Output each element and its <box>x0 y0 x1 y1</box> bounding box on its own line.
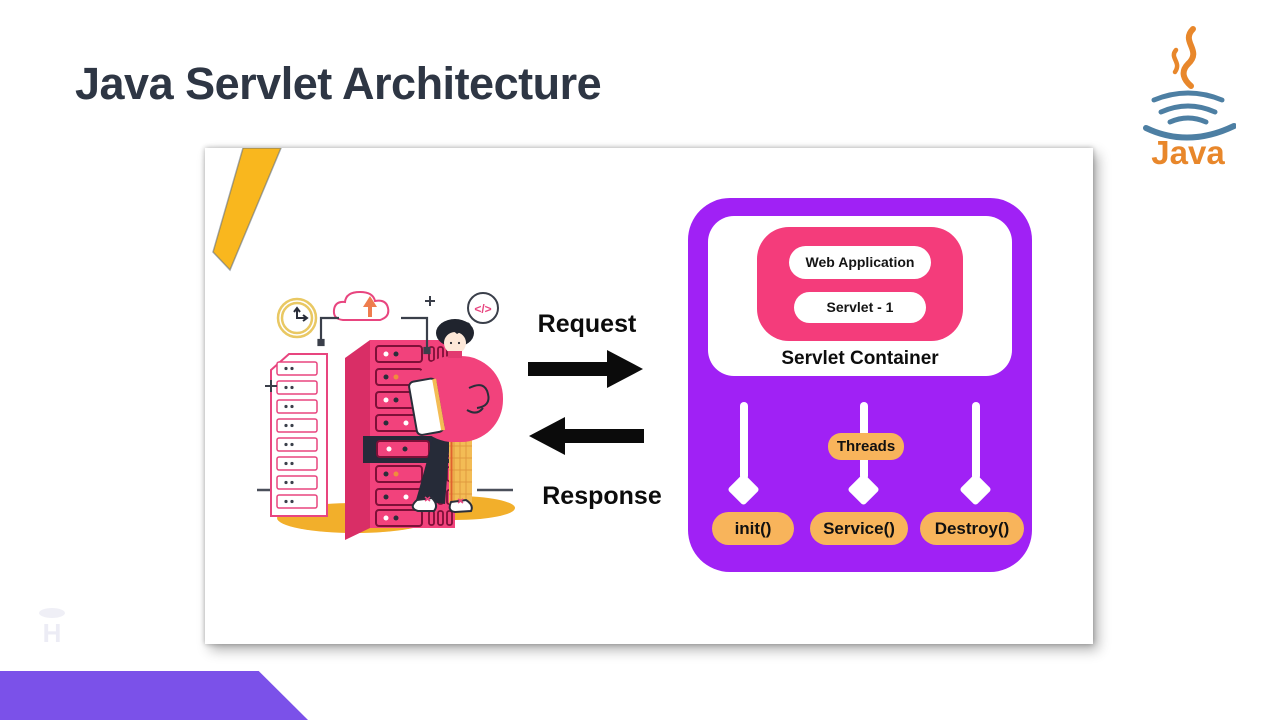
connector-lines <box>317 316 431 355</box>
thread-line <box>972 402 980 480</box>
java-logo-label: Java <box>1151 134 1225 171</box>
java-cup-icon <box>1143 90 1236 141</box>
java-steam-icon <box>1171 26 1197 89</box>
servlet-container-label: Servlet Container <box>781 347 939 369</box>
cloud-upload-icon <box>332 290 390 321</box>
thread-diamond <box>959 473 992 506</box>
page-title: Java Servlet Architecture <box>75 58 602 109</box>
watermark-letter: H <box>42 618 62 648</box>
thread-line <box>740 402 748 480</box>
web-application-box: Web Application Servlet - 1 <box>757 227 963 341</box>
servlet-1-pill: Servlet - 1 <box>794 291 926 323</box>
destroy-method-pill: Destroy() <box>920 512 1024 545</box>
watermark-logo: H <box>30 608 74 660</box>
web-application-pill: Web Application <box>789 245 931 279</box>
corner-stripe <box>212 148 282 272</box>
service-method-pill: Service() <box>810 512 908 545</box>
init-method-pill: init() <box>712 512 794 545</box>
thread-diamond <box>727 473 760 506</box>
shoe-icon <box>411 496 438 512</box>
slide-card: </> <box>205 148 1093 644</box>
bottom-accent-band <box>0 671 308 720</box>
response-label: Response <box>542 482 662 510</box>
java-logo: Java <box>1143 26 1236 171</box>
response-arrow-icon <box>529 417 644 455</box>
code-icon: </> <box>463 292 499 330</box>
request-arrow-icon <box>528 350 643 388</box>
threads-badge: Threads <box>828 433 904 460</box>
tablet-icon <box>408 377 446 436</box>
person-figure <box>408 319 503 514</box>
watermark-cap-icon <box>39 608 65 618</box>
svg-text:</>: </> <box>474 302 491 316</box>
servlet-container-inner: Web Application Servlet - 1 Servlet Cont… <box>708 216 1012 376</box>
shoe-icon <box>448 498 473 514</box>
clock-icon <box>276 297 318 339</box>
server-rack-back-icon <box>270 353 328 517</box>
servlet-container: Web Application Servlet - 1 Servlet Cont… <box>688 198 1032 572</box>
thread-diamond <box>847 473 880 506</box>
client-illustration: </> <box>257 290 515 540</box>
request-label: Request <box>537 310 637 338</box>
